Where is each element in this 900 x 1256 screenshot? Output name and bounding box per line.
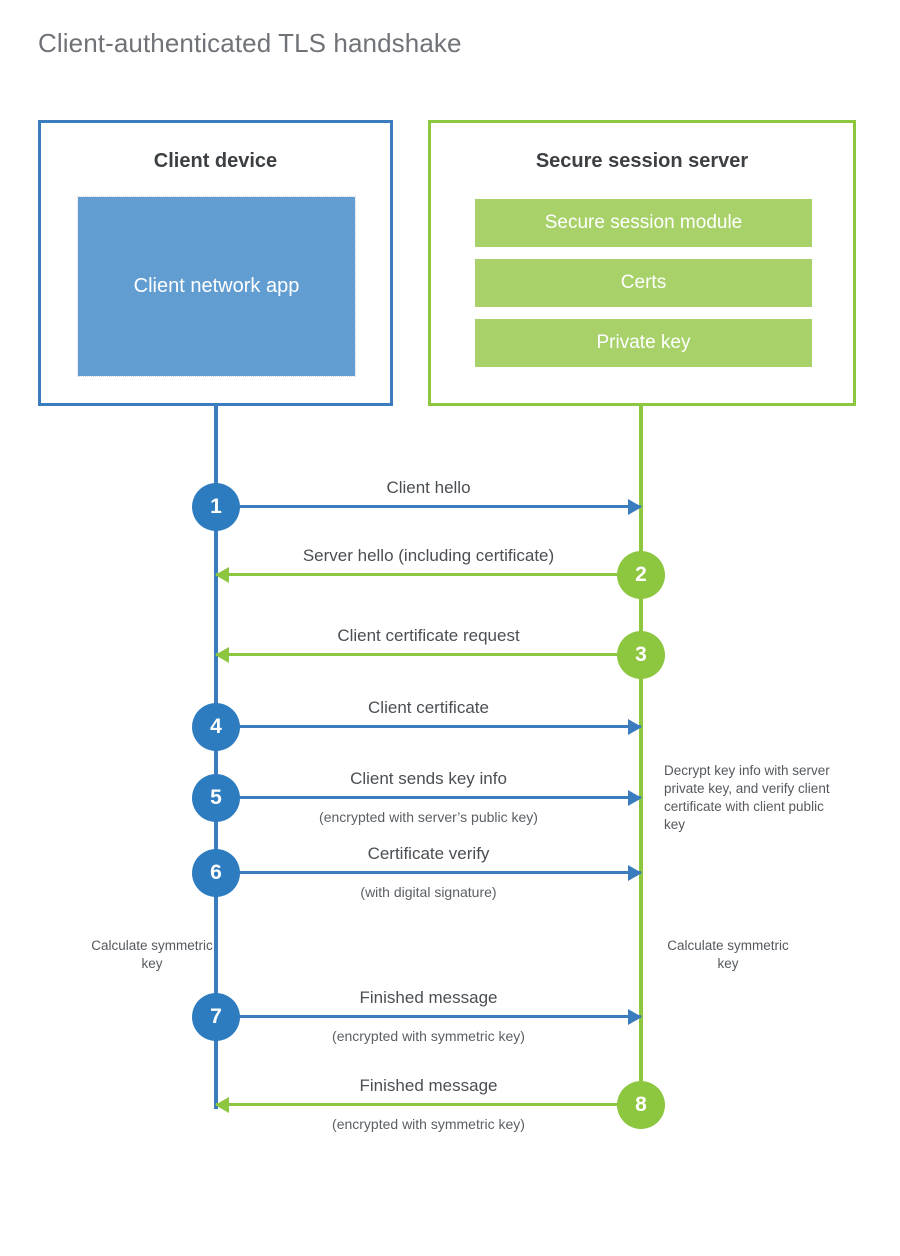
step-marker-7: 7 [192, 993, 240, 1041]
message-5-label: Client sends key info [350, 769, 507, 788]
message-1-arrow-line [216, 505, 641, 508]
page-title: Client-authenticated TLS handshake [38, 28, 462, 58]
server-component-list: Secure session module Certs Private key [475, 199, 812, 367]
message-4-arrow-line [216, 725, 641, 728]
annotation-server-calculate-key: Calculate symmetric key [667, 938, 789, 971]
message-2-label: Server hello (including certificate) [302, 546, 555, 565]
step-marker-5: 5 [192, 774, 240, 822]
message-6-label: Certificate verify [367, 844, 490, 863]
message-5-arrow-line [216, 796, 641, 799]
message-6-sublabel: (with digital signature) [360, 884, 497, 900]
message-8-sublabel: (encrypted with symmetric key) [332, 1116, 525, 1132]
message-1-label: Client hello [386, 478, 471, 497]
message-7-arrow-line [216, 1015, 641, 1018]
annotation-server-decrypt-note: Decrypt key info with server private key… [664, 763, 830, 832]
annotation-client-calculate-key: Calculate symmetric key [91, 938, 213, 971]
message-2-arrow-line [216, 573, 641, 576]
message-4-arrow-head-icon [628, 719, 642, 735]
server-bar-secure-session-module: Secure session module [475, 199, 812, 247]
message-4-label: Client certificate [368, 698, 489, 717]
secure-session-server-title: Secure session server [535, 150, 749, 172]
message-3-label: Client certificate request [337, 626, 520, 645]
client-lifeline [214, 406, 218, 1109]
message-6-arrow-line [216, 871, 641, 874]
server-bar-certs: Certs [475, 259, 812, 307]
message-8-arrow-line [216, 1103, 641, 1106]
step-marker-8: 8 [617, 1081, 665, 1129]
message-6-arrow-head-icon [628, 865, 642, 881]
message-3-arrow-head-icon [215, 647, 229, 663]
client-device-title: Client device [153, 150, 278, 172]
message-5-sublabel: (encrypted with server’s public key) [319, 809, 538, 825]
actor-box-secure-session-server: Secure session server Secure session mod… [428, 120, 856, 406]
message-5-arrow-head-icon [628, 790, 642, 806]
message-1-arrow-head-icon [628, 499, 642, 515]
message-8-arrow-head-icon [215, 1097, 229, 1113]
server-bar-private-key: Private key [475, 319, 812, 367]
message-7-sublabel: (encrypted with symmetric key) [332, 1028, 525, 1044]
step-marker-4: 4 [192, 703, 240, 751]
message-2-arrow-head-icon [215, 567, 229, 583]
client-network-app-block: Client network app [77, 196, 356, 377]
message-8-label: Finished message [359, 1076, 498, 1095]
step-marker-3: 3 [617, 631, 665, 679]
step-marker-2: 2 [617, 551, 665, 599]
server-lifeline [639, 406, 643, 1105]
actor-box-client-device: Client device Client network app [38, 120, 393, 406]
message-3-arrow-line [216, 653, 641, 656]
message-7-arrow-head-icon [628, 1009, 642, 1025]
message-7-label: Finished message [359, 988, 498, 1007]
step-marker-1: 1 [192, 483, 240, 531]
step-marker-6: 6 [192, 849, 240, 897]
